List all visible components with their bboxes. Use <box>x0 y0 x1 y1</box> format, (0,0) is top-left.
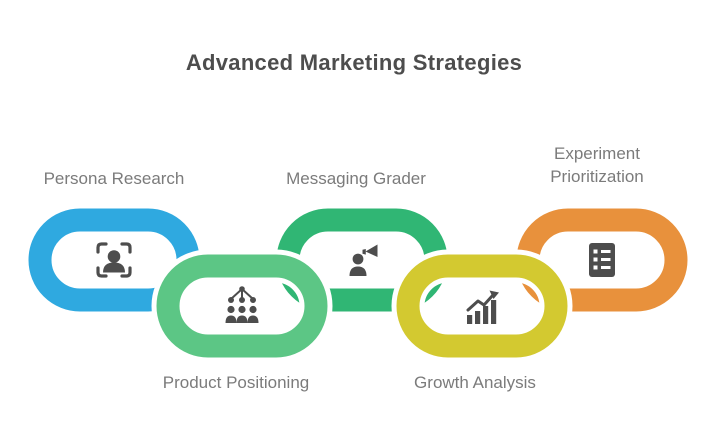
megaphone-person-icon <box>349 244 378 276</box>
link-label-growth-analysis: Growth Analysis <box>414 373 536 392</box>
chain-link-growth-analysis <box>391 249 573 363</box>
page-title: Advanced Marketing Strategies <box>185 50 523 75</box>
link-label-product-positioning: Product Positioning <box>162 373 310 392</box>
chain-link-product-positioning <box>151 249 333 363</box>
link-label-persona-research: Persona Research <box>43 169 185 188</box>
link-label-messaging-grader: Messaging Grader <box>286 169 426 188</box>
link-label-experiment-prioritization: Experiment Prioritization <box>550 144 644 186</box>
checklist-icon <box>589 243 615 277</box>
people-network-icon <box>225 286 259 323</box>
growth-chart-icon <box>466 290 499 324</box>
persona-scan-icon <box>96 242 132 278</box>
